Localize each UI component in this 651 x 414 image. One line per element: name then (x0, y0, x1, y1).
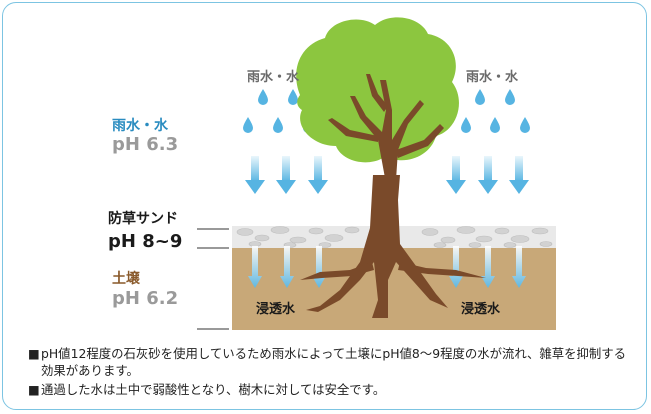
down-arrow-icon (446, 156, 466, 194)
rain-water-label-right: 雨水・水 (466, 70, 519, 85)
note-text: pH値12程度の石灰砂を使用しているため雨水によって土壌にpH値8～9程度の水が… (41, 346, 627, 378)
bullet: ■ (28, 382, 40, 397)
down-arrow-icon (276, 156, 296, 194)
note-text: 通過した水は土中で弱酸性となり、樹木に対しては安全です。 (41, 382, 386, 397)
water-drop-icon (475, 89, 485, 105)
seepage-label-right: 浸透水 (461, 302, 501, 317)
rain-water-ph: pH 6.3 (112, 134, 179, 155)
water-drop-icon (273, 117, 283, 133)
diagram-frame (2, 2, 647, 410)
water-drop-icon (490, 117, 500, 133)
water-drop-icon (505, 89, 515, 105)
water-drop-icon (520, 117, 530, 133)
down-arrow-icon (245, 156, 265, 194)
seepage-label-left: 浸透水 (256, 302, 296, 317)
sand-ph: pH 8~9 (108, 231, 183, 252)
water-drop-icon (243, 117, 253, 133)
down-arrow-icon (509, 156, 529, 194)
soil-title: 土壌 (112, 271, 140, 287)
layer-marker-lines (197, 228, 229, 330)
water-drop-icon (288, 89, 298, 105)
water-drop-icon (461, 117, 471, 133)
rain-water-label-left: 雨水・水 (247, 70, 300, 85)
tree-icon (296, 17, 486, 318)
rain-water-title: 雨水・水 (112, 118, 168, 134)
water-drop-icon (258, 89, 268, 105)
soil-ph: pH 6.2 (112, 288, 179, 309)
note-item: ■ pH値12程度の石灰砂を使用しているため雨水によって土壌にpH値8～9程度の… (28, 345, 638, 379)
notes: ■ pH値12程度の石灰砂を使用しているため雨水によって土壌にpH値8～9程度の… (28, 345, 638, 398)
down-arrow-icon (478, 156, 498, 194)
bullet: ■ (28, 346, 40, 361)
rain-arrows (245, 156, 529, 194)
down-arrow-icon (308, 156, 328, 194)
note-item: ■ 通過した水は土中で弱酸性となり、樹木に対しては安全です。 (28, 381, 638, 398)
sand-title: 防草サンド (108, 211, 178, 227)
